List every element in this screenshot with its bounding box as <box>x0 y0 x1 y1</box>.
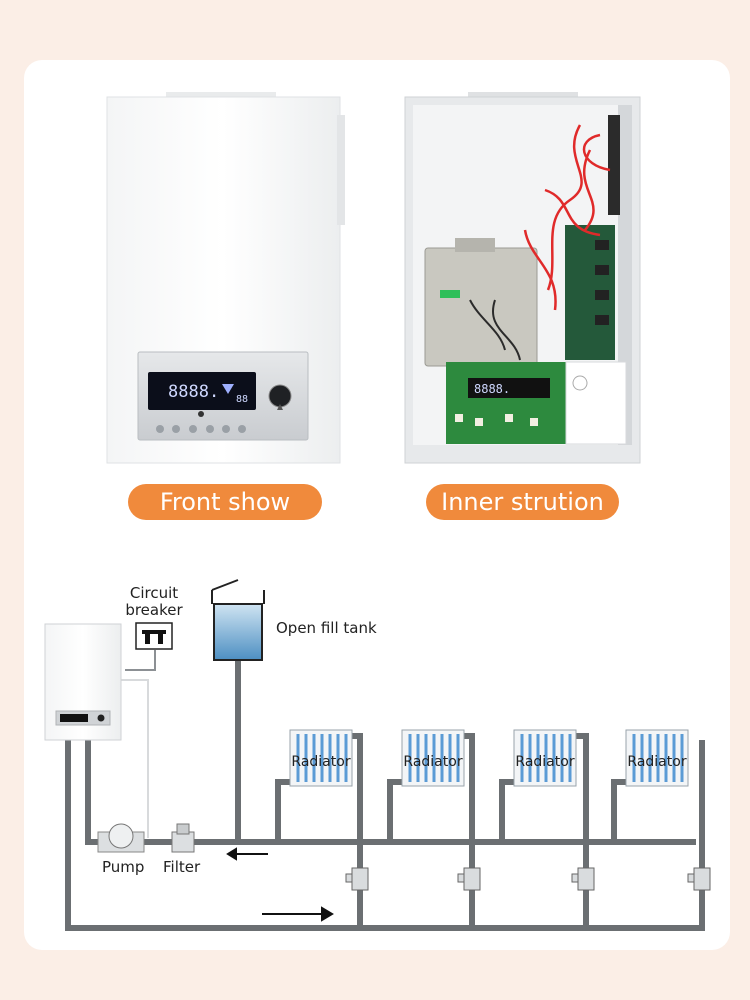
pump-icon <box>97 823 145 853</box>
valve-icons <box>345 867 711 891</box>
pipe-network <box>65 660 705 931</box>
circuit-breaker-icon <box>135 622 173 650</box>
circuit-breaker-label-2: breaker <box>125 601 183 619</box>
inner-boiler: 8888. <box>404 92 641 464</box>
inner-structure-caption: Inner strution <box>426 484 619 520</box>
radiator-fins <box>296 734 684 782</box>
filter-icon <box>171 823 195 853</box>
lcd-display <box>148 372 256 410</box>
heater-module <box>424 247 538 367</box>
filter-label: Filter <box>163 858 201 876</box>
open-fill-tank-icon <box>213 603 263 661</box>
open-fill-tank-label: Open fill tank <box>276 619 377 637</box>
front-show-caption: Front show <box>128 484 322 520</box>
front-boiler: 8888. 88 <box>106 92 345 464</box>
radiator-label: Radiator <box>627 754 686 770</box>
lcd-small: 88 <box>236 394 248 405</box>
power-knob-icon <box>268 384 292 408</box>
radiator-label: Radiator <box>403 754 462 770</box>
radiator-label: Radiator <box>291 754 350 770</box>
heating-diagram: Circuit breaker Open fill tank Pump Filt… <box>44 579 711 931</box>
indicator-dot-icon <box>198 411 204 417</box>
pump-label: Pump <box>102 858 144 876</box>
lcd-digits: 8888. <box>168 382 219 402</box>
panel-buttons <box>156 425 246 433</box>
control-board <box>446 362 566 444</box>
radiator-label: Radiator <box>515 754 574 770</box>
board-digits: 8888. <box>474 382 510 396</box>
circuit-breaker-label-1: Circuit <box>130 584 178 602</box>
